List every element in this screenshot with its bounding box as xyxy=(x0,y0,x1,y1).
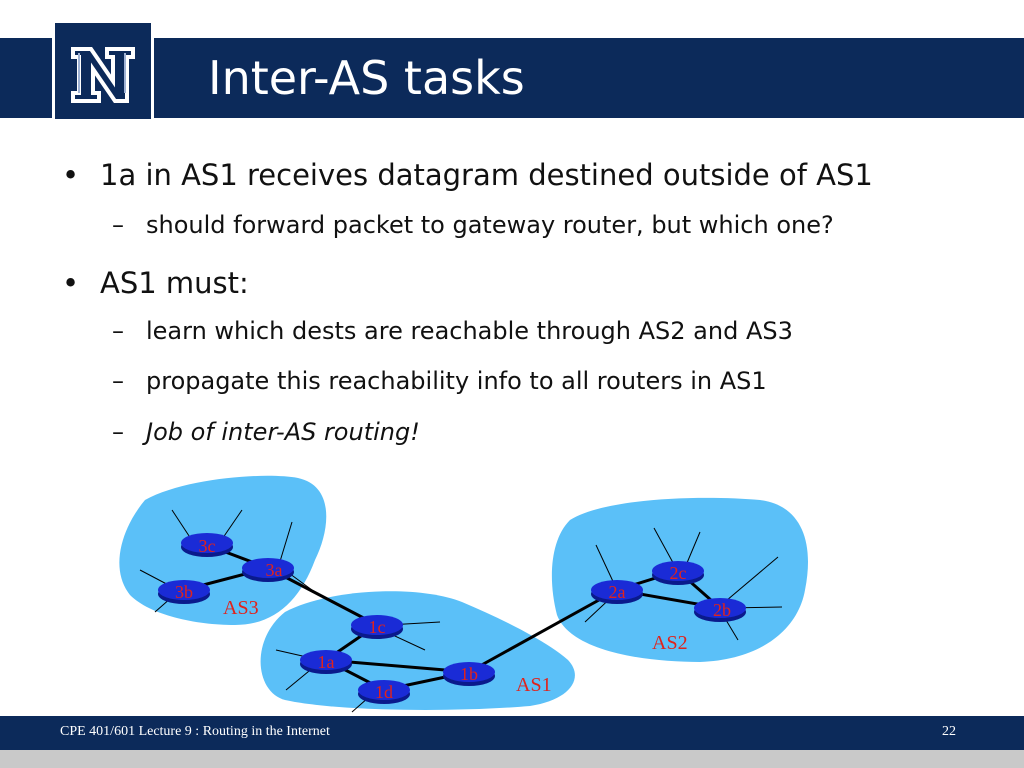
network-diagram: 3c 3a 3b 1c 1a 1d 1b 2a 2c xyxy=(119,475,808,713)
page-number: 22 xyxy=(942,724,956,739)
sub-bullet-item: – Job of inter-AS routing! xyxy=(112,418,420,446)
svg-text:1c: 1c xyxy=(369,617,386,637)
router-3b: 3b xyxy=(158,580,210,604)
title-bar xyxy=(0,38,1024,118)
router-2a: 2a xyxy=(591,580,643,604)
bullet-item: • 1a in AS1 receives datagram destined o… xyxy=(62,158,873,192)
sub-bullet-item: – propagate this reachability info to al… xyxy=(112,367,767,395)
as1-cloud xyxy=(260,591,575,710)
svg-text:2c: 2c xyxy=(670,563,687,583)
svg-text:3c: 3c xyxy=(199,536,216,556)
svg-text:3b: 3b xyxy=(175,582,193,602)
as1-label: AS1 xyxy=(516,674,552,696)
dash-icon: – xyxy=(112,211,124,239)
router-2c: 2c xyxy=(652,561,704,585)
as3-label: AS3 xyxy=(223,597,259,619)
sub-bullet-item: – should forward packet to gateway route… xyxy=(112,211,834,239)
bullet-dot-icon: • xyxy=(62,266,80,300)
university-logo xyxy=(52,20,154,122)
svg-text:1a: 1a xyxy=(318,652,335,672)
footer-bar: CPE 401/601 Lecture 9 : Routing in the I… xyxy=(0,716,1024,750)
bullet-dot-icon: • xyxy=(62,158,80,192)
router-3c: 3c xyxy=(181,533,233,557)
svg-text:2a: 2a xyxy=(609,582,626,602)
slide-title: Inter-AS tasks xyxy=(208,51,525,105)
router-1d: 1d xyxy=(358,680,410,704)
dash-icon: – xyxy=(112,317,124,345)
svg-text:1d: 1d xyxy=(375,682,393,702)
bullet-list: • 1a in AS1 receives datagram destined o… xyxy=(62,158,873,446)
svg-text:3a: 3a xyxy=(266,560,283,580)
footer-strip xyxy=(0,750,1024,768)
dash-icon: – xyxy=(112,418,124,446)
svg-text:1b: 1b xyxy=(460,664,478,684)
footer-text: CPE 401/601 Lecture 9 : Routing in the I… xyxy=(60,724,330,739)
dash-icon: – xyxy=(112,367,124,395)
svg-text:2b: 2b xyxy=(713,600,731,620)
sub-bullet-item: – learn which dests are reachable throug… xyxy=(112,317,793,345)
router-1a: 1a xyxy=(300,650,352,674)
as2-label: AS2 xyxy=(652,632,688,654)
router-2b: 2b xyxy=(694,598,746,622)
bullet-item: • AS1 must: xyxy=(62,266,249,300)
n-logo-icon xyxy=(71,47,135,103)
router-3a: 3a xyxy=(242,558,294,582)
router-1b: 1b xyxy=(443,662,495,686)
router-1c: 1c xyxy=(351,615,403,639)
